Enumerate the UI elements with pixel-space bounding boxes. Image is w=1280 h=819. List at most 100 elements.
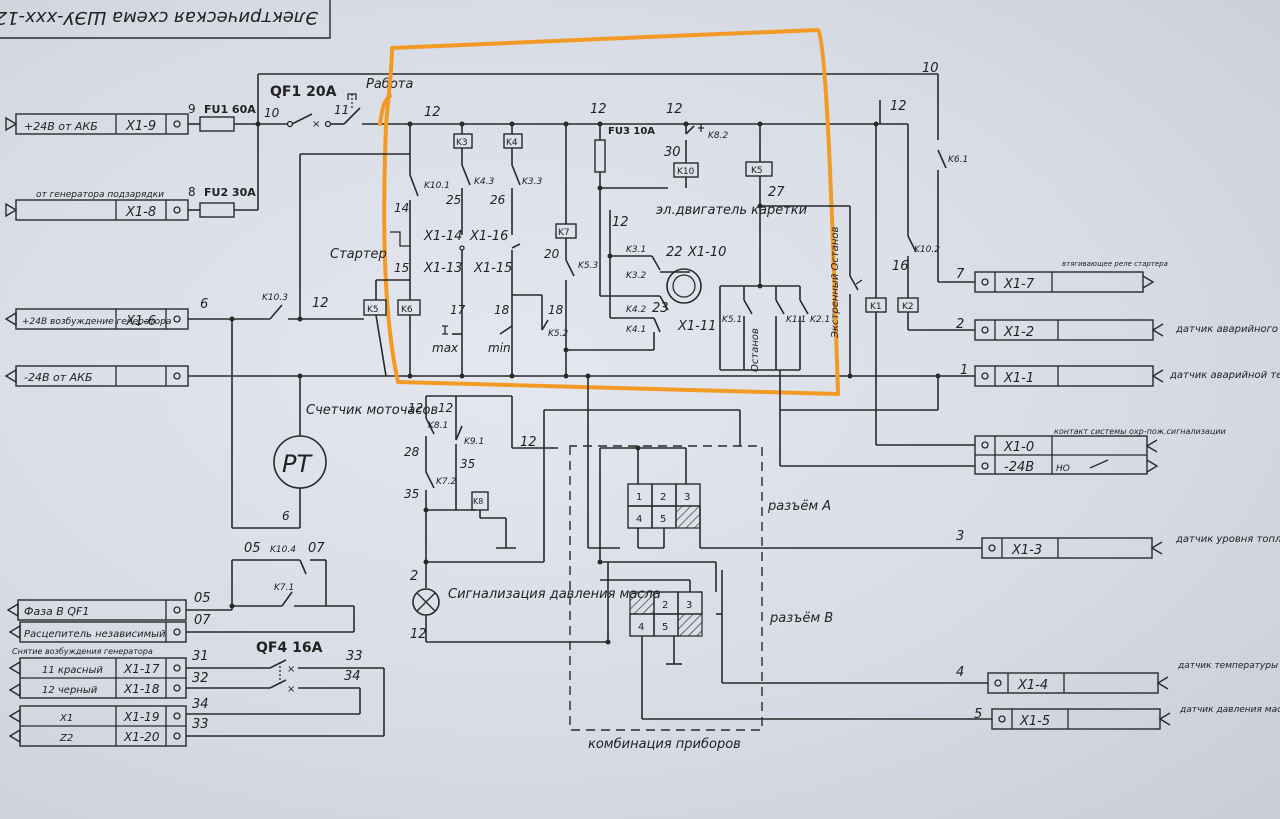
term-x1-19: X1-19: [123, 710, 159, 724]
k6-1-label: K6.1: [948, 155, 968, 165]
wire-27: 27: [768, 185, 785, 200]
wire-8: 8: [188, 185, 196, 199]
wire-12-b: 12: [590, 102, 607, 117]
k4-1-label: K4.1: [626, 325, 646, 335]
k1-k2-section: K1 K10.2 16 K2 2 K6.1 7 1: [779, 124, 975, 467]
right-terminal-x1-0: X1-0 -24В контакт системы охр-пож.сигнал…: [974, 427, 1226, 475]
wire-15: 15: [394, 261, 409, 275]
left-terminal-batt-plus: +24В от АКБ X1-9: [5, 113, 189, 135]
wire-9: 9: [188, 102, 196, 116]
x1-15-label: X1-15: [473, 261, 512, 276]
left-terminal-x1-z2: X1 Z2 X1-19 X1-20: [8, 705, 187, 747]
k2-coil-label: K2: [902, 302, 914, 312]
k5-3-label: K5.3: [578, 261, 598, 271]
term-minus-24: -24В: [1004, 460, 1034, 475]
wire-18: 18: [494, 303, 510, 317]
wire-12-k8: 12: [408, 401, 423, 415]
wire-5: 5: [974, 707, 982, 722]
motor-section: FU3 10A 12 K3.1 K3.2 22 X1-10 K4.2 23 K4…: [594, 124, 807, 350]
title-block: Электрическая схема ШЭУ-ххх-12: [0, 0, 331, 39]
connector-b-label: разъём В: [769, 611, 833, 626]
wire-12-combo: 12: [520, 435, 537, 450]
right-terminal-x1-4: X1-4 датчик температуры (аналоговый) О.Ж…: [956, 661, 1280, 694]
k2-1-label: K2.1: [810, 315, 830, 325]
k5-1-label: K5.1: [722, 315, 742, 325]
term-x1-7: X1-7: [1003, 277, 1035, 292]
negative-rail: 6: [188, 297, 975, 377]
pin-a-4: 4: [636, 514, 642, 525]
oil-signal-label: Сигнализация давления масла: [448, 587, 661, 602]
wire-23: 23: [652, 301, 669, 316]
wire-35-b: 35: [460, 457, 475, 471]
label-oil-alarm: датчик аварийного давления масла: [1175, 324, 1280, 335]
wire-12-c: 12: [666, 102, 683, 117]
wire-12-d: 12: [890, 99, 907, 114]
wire-33: 33: [346, 649, 363, 664]
wire-4: 4: [956, 665, 964, 680]
k7-2-label: K7.2: [436, 477, 456, 487]
x1-14-label: X1-14: [423, 229, 462, 244]
pin-a-2: 2: [660, 492, 666, 503]
wire-12-a: 12: [424, 105, 441, 120]
connector-a-label: разъём А: [767, 499, 831, 514]
counter-label: Счетчик моточасов: [306, 403, 438, 418]
phase-release-section: K10.4 K7.1 05 07 05 07: [186, 541, 355, 633]
wire-05: 05: [244, 541, 261, 556]
right-terminal-x1-5: X1-5 датчик давления масла (аналоговый) …: [974, 705, 1280, 730]
k3-coil-label: K3: [456, 138, 468, 148]
label-fire-alarm: контакт системы охр-пож.сигнализации: [1054, 427, 1226, 436]
wire-22: 22: [666, 245, 683, 260]
max-label: max: [432, 341, 459, 355]
pin-a-5: 5: [660, 514, 666, 525]
k3-3-label: K3.3: [522, 177, 542, 187]
pin-a-3: 3: [684, 492, 690, 503]
wire-28: 28: [404, 445, 420, 459]
term-x1-17: X1-17: [123, 662, 160, 676]
wire-3: 3: [956, 529, 964, 544]
k1-coil-label: K1: [870, 302, 882, 312]
wire-6-b: 6: [282, 509, 290, 523]
starter-section: K10.1 14 Стартер 15 K5 K6 K10.3 12: [262, 124, 450, 377]
wire-12-k10: 12: [312, 296, 329, 311]
label-z2: Z2: [59, 733, 73, 744]
label-temp-analog: датчик температуры (аналоговый) О.Ж.: [1177, 661, 1280, 671]
wire-16: 16: [892, 259, 909, 274]
k1-1-label: K1.1: [786, 315, 806, 325]
label-fuel-level: датчик уровня топлива: [1175, 534, 1280, 545]
wire-12-lamp: 12: [410, 627, 427, 642]
label-batt-minus: -24В от АКБ: [24, 371, 93, 384]
pin-a-1: 1: [636, 492, 642, 503]
pt-label: PT: [282, 450, 313, 478]
wire-2: 2: [956, 317, 964, 332]
k8-1-label: K8.1: [428, 421, 448, 431]
svg-text:×: ×: [287, 684, 295, 695]
left-terminal-charging: от генератора подзарядки X1-8: [5, 190, 189, 221]
ostanov-label: Останов: [750, 328, 761, 372]
term-x1-1: X1-1: [1003, 371, 1034, 386]
k10-1-label: K10.1: [424, 181, 450, 191]
label-temp-alarm: датчик аварийной температуры О.Ж.: [1169, 370, 1280, 381]
wire-07-b: 07: [194, 613, 211, 628]
term-x1-8: X1-8: [125, 205, 156, 220]
wire-25: 25: [446, 193, 461, 207]
term-x1-2: X1-2: [1003, 325, 1034, 340]
combo-label: комбинация приборов: [588, 737, 741, 752]
right-terminal-x1-1: X1-1 датчик аварийной температуры О.Ж.: [974, 365, 1280, 387]
term-x1-5: X1-5: [1019, 714, 1050, 729]
wire-26: 26: [490, 193, 506, 207]
wire-32: 32: [192, 671, 209, 686]
label-deexcitation: Снятие возбуждения генератора: [12, 647, 153, 656]
k5-2-label: K5.2: [548, 329, 568, 339]
fu3-label: FU3 10A: [608, 126, 655, 137]
fu1-label: FU1 60A: [204, 103, 256, 116]
connector-b: 2 3 4 5: [629, 591, 703, 637]
wire-7: 7: [956, 267, 965, 282]
title-text: Электрическая схема ШЭУ-ххх-12: [0, 7, 319, 28]
term-x1-9: X1-9: [125, 119, 156, 134]
x1-16-label: X1-16: [469, 229, 508, 244]
highlight-outline: [378, 28, 840, 396]
wire-17: 17: [450, 303, 466, 317]
k5-coil-label: K5: [367, 305, 379, 315]
